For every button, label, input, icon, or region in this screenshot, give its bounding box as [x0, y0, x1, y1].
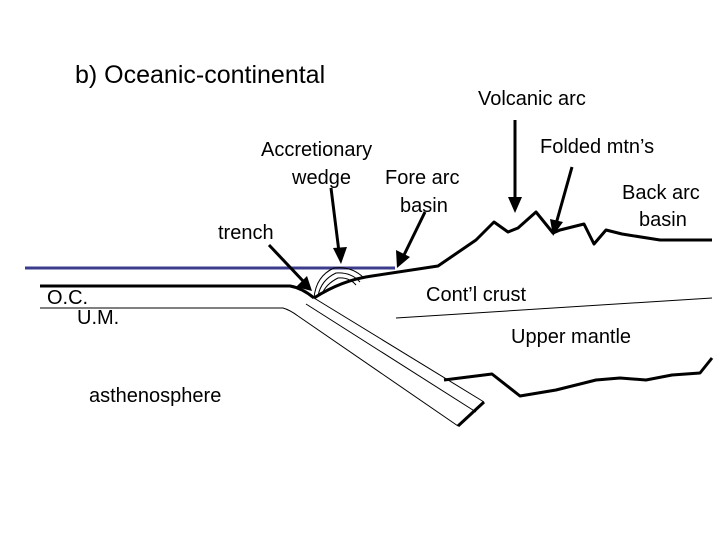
- volcanic-arc-arrow: [508, 120, 522, 213]
- diagram-title: b) Oceanic-continental: [75, 61, 326, 89]
- subducting-slab-inner-line: [305, 303, 477, 413]
- subducting-slab-top: [313, 297, 485, 403]
- oceanic-crust-base: [40, 307, 299, 317]
- volcanic-arc-label: Volcanic arc: [478, 88, 586, 110]
- trench-arrow: [267, 243, 312, 291]
- folded-mountains-arrow: [550, 166, 574, 236]
- fore-arc-basin-label-line2: basin: [400, 195, 448, 217]
- continental-moho-line: [395, 297, 713, 319]
- subducting-slab-tip: [456, 400, 486, 428]
- upper-mantle-label: Upper mantle: [511, 326, 632, 348]
- accretionary-wedge-label-line2: wedge: [292, 167, 351, 189]
- oceanic-crust-top: [40, 284, 315, 300]
- fore-arc-basin-label-line1: Fore arc: [385, 167, 460, 189]
- fore-arc-basin-arrow: [396, 211, 427, 268]
- folded-mountains-label: Folded mtn’s: [540, 136, 655, 158]
- back-arc-basin-label-line2: basin: [639, 209, 687, 231]
- accretionary-wedge-arrow: [329, 187, 347, 264]
- back-arc-basin-label-line1: Back arc: [622, 182, 700, 204]
- continental-crust-label: Cont’l crust: [426, 284, 527, 306]
- trench-label: trench: [218, 222, 274, 244]
- asthenosphere-label: asthenosphere: [89, 385, 222, 407]
- subducting-slab-base: [297, 315, 459, 427]
- oceanic-crust-label: O.C.: [47, 287, 89, 309]
- upper-mantle-abbr-label: U.M.: [77, 307, 120, 329]
- continental-crust-surface: [313, 210, 712, 300]
- lithosphere-base-line: [443, 357, 714, 398]
- accretionary-wedge-label-line1: Accretionary: [261, 139, 373, 161]
